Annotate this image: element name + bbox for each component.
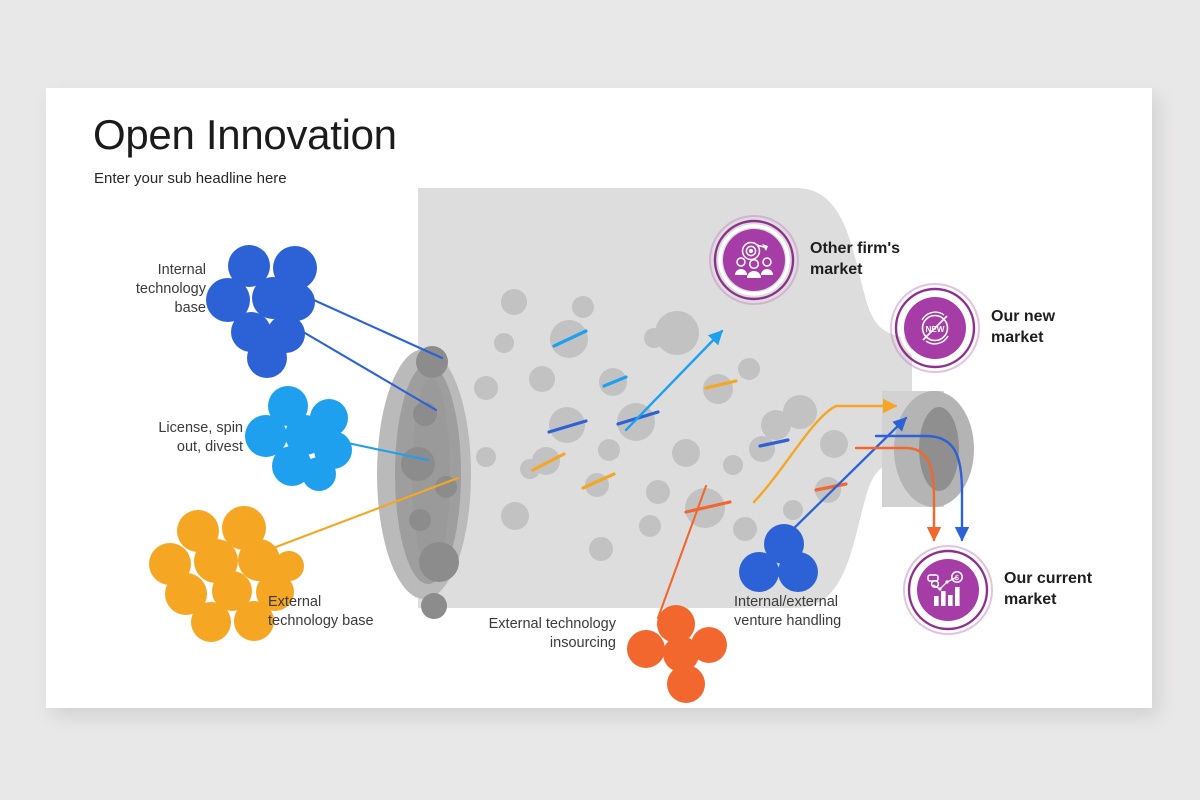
svg-text:$: $ xyxy=(955,575,959,582)
market-label-line: market xyxy=(1004,591,1057,608)
page-title: Open Innovation xyxy=(93,111,397,158)
cluster-external-technology-base xyxy=(149,506,304,642)
label-external-technology-insourcing: External technology insourcing xyxy=(489,616,617,651)
connector-funnel-to-other-firm xyxy=(624,329,724,432)
label-line: License, spin xyxy=(158,420,243,436)
market-label-line: Our new xyxy=(991,308,1056,325)
connector-external-tech-base xyxy=(266,476,460,552)
market-badge-other-firms-market[interactable]: Other firm's market xyxy=(709,215,900,305)
label-line: venture handling xyxy=(734,613,841,629)
label-internal-external-venture-handling: Internal/external venture handling xyxy=(734,594,841,629)
market-badge-our-new-market[interactable]: NEW Our new market xyxy=(890,283,1056,373)
label-line: External technology xyxy=(489,616,617,632)
label-line: insourcing xyxy=(550,635,616,651)
cluster-internal-external-venture-handling xyxy=(739,524,818,592)
market-label-line: Our current xyxy=(1004,570,1093,587)
label-line: Internal/external xyxy=(734,594,838,610)
connector-neck-to-current-market-blue xyxy=(874,434,970,542)
svg-text:NEW: NEW xyxy=(925,325,944,334)
cluster-internal-technology-base xyxy=(206,245,317,378)
target-people-icon xyxy=(735,241,773,278)
connector-internal-tech-1 xyxy=(294,290,444,360)
label-line: technology base xyxy=(268,613,374,629)
connector-internal-tech-2 xyxy=(291,324,438,412)
label-line: technology xyxy=(136,281,207,297)
connector-funnel-to-new-market xyxy=(752,398,898,504)
market-label-line: market xyxy=(991,329,1044,346)
open-innovation-diagram: Internal technology base License, spin o… xyxy=(136,188,1093,703)
page-subtitle: Enter your sub headline here xyxy=(94,170,287,187)
label-license-spin-out-divest: License, spin out, divest xyxy=(158,420,243,455)
new-badge-icon: NEW xyxy=(921,311,949,345)
presentation-slide: Open Innovation Enter your sub headline … xyxy=(46,88,1152,708)
market-label-line: Other firm's xyxy=(810,240,900,257)
market-label-line: market xyxy=(810,261,863,278)
connector-venture-to-new-market xyxy=(780,416,908,542)
bar-chart-money-icon: $ xyxy=(927,571,963,606)
label-line: Internal xyxy=(158,262,206,278)
funnel-neck-inner xyxy=(919,407,959,491)
label-internal-technology-base: Internal technology base xyxy=(136,262,207,316)
label-external-technology-base: External technology base xyxy=(268,594,374,629)
market-badge-our-current-market[interactable]: $ Our current market xyxy=(903,545,1093,635)
cluster-external-technology-insourcing xyxy=(627,605,727,703)
connector-external-insourcing xyxy=(656,484,708,620)
connector-neck-to-current-market-red xyxy=(854,446,942,542)
funnel-flow-segments xyxy=(531,329,848,514)
label-line: out, divest xyxy=(177,439,243,455)
label-line: External xyxy=(268,594,321,610)
label-line: base xyxy=(175,300,206,316)
cluster-license-spin-out-divest xyxy=(245,386,352,491)
